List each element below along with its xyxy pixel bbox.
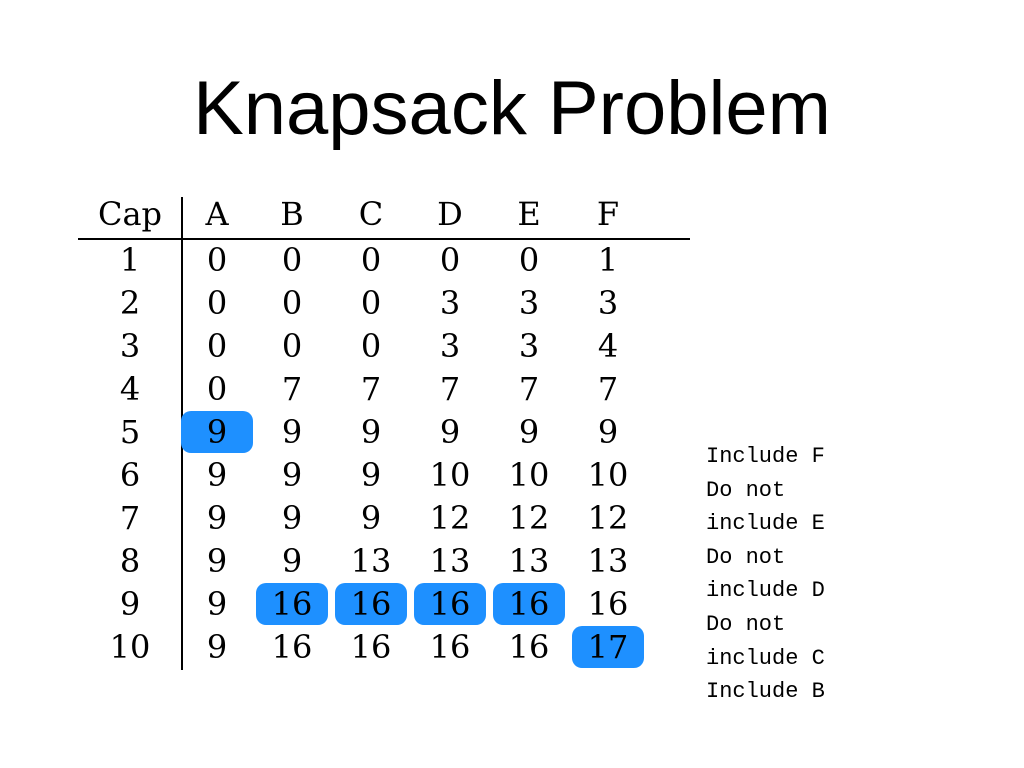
table-cell: 9 [360,456,382,494]
table-cell: 0 [360,284,382,322]
table-cell: 13 [508,542,550,580]
note-line: Do not [706,544,786,570]
header-cap: Cap [97,195,163,233]
cap-cell: 7 [119,499,141,537]
table-cell: 16 [350,628,392,666]
table-cell: 3 [597,284,619,322]
table-cell: 7 [439,370,461,408]
header-item-d: D [437,195,463,233]
table-cell: 0 [206,241,228,279]
table-cell: 0 [360,241,382,279]
table-cell: 13 [429,542,471,580]
cap-cell: 3 [119,327,141,365]
table-cell: 3 [439,284,461,322]
table-cell: 16 [271,628,313,666]
table-cell: 0 [360,327,382,365]
table-cell: 9 [281,542,303,580]
table-cell: 16 [508,628,550,666]
cap-cell: 10 [109,628,151,666]
slide-title: Knapsack Problem [193,66,831,151]
table-cell: 9 [206,499,228,537]
table-cell: 7 [281,370,303,408]
header-item-a: A [205,195,229,233]
table-cell: 4 [597,327,619,365]
header-item-e: E [517,195,541,233]
table-cell: 7 [518,370,540,408]
highlighted-cell: 16 [493,583,565,625]
note-line: Include F [706,444,825,469]
cap-cell: 4 [119,370,141,408]
note-line: include D [706,578,825,604]
table-cell: 9 [360,413,382,451]
table-cell: 9 [206,542,228,580]
table-cell: 9 [281,499,303,537]
note-line: include E [706,511,825,537]
table-cell: 3 [518,327,540,365]
table-cell: 12 [429,499,471,537]
note-line: Do not [706,477,786,503]
cap-cell: 6 [119,456,141,494]
header-rule [78,238,690,240]
cap-cell: 1 [119,241,141,279]
table-cell: 9 [206,456,228,494]
header-item-b: B [280,195,304,233]
table-cell: 9 [281,456,303,494]
highlighted-cell: 9 [181,411,253,453]
table-cell: 0 [518,241,540,279]
table-cell: 0 [206,370,228,408]
highlighted-cell: 16 [414,583,486,625]
table-cell: 3 [439,327,461,365]
table-cell: 0 [281,327,303,365]
table-cell: 9 [518,413,540,451]
table-cell: 0 [281,241,303,279]
cap-cell: 8 [119,542,141,580]
table-cell: 0 [206,327,228,365]
table-cell: 16 [429,628,471,666]
note-line: Do not [706,611,786,637]
table-cell: 10 [587,456,629,494]
cap-cell: 9 [119,585,141,623]
table-cell: 9 [206,585,228,623]
table-cell: 9 [439,413,461,451]
table-cell: 0 [439,241,461,279]
table-cell: 1 [597,241,619,279]
highlighted-cell: 16 [335,583,407,625]
header-item-c: C [358,195,384,233]
table-cell: 12 [587,499,629,537]
table-cell: 0 [206,284,228,322]
table-cell: 0 [281,284,303,322]
table-cell: 12 [508,499,550,537]
table-cell: 9 [597,413,619,451]
table-cell: 10 [508,456,550,494]
header-item-f: F [596,195,620,233]
table-cell: 3 [518,284,540,322]
table-cell: 16 [587,585,629,623]
table-cell: 7 [360,370,382,408]
cap-cell: 5 [119,413,141,451]
table-cell: 13 [587,542,629,580]
note-line: include C [706,645,825,671]
note-line: Include B [706,679,825,705]
highlighted-cell: 17 [572,626,644,668]
table-cell: 13 [350,542,392,580]
highlighted-cell: 16 [256,583,328,625]
table-cell: 9 [281,413,303,451]
decision-notes: Include F Do not include E Do not include D D… [706,440,1006,709]
table-cell: 10 [429,456,471,494]
table-cell: 9 [206,628,228,666]
cap-cell: 2 [119,284,141,322]
table-cell: 9 [360,499,382,537]
table-cell: 7 [597,370,619,408]
